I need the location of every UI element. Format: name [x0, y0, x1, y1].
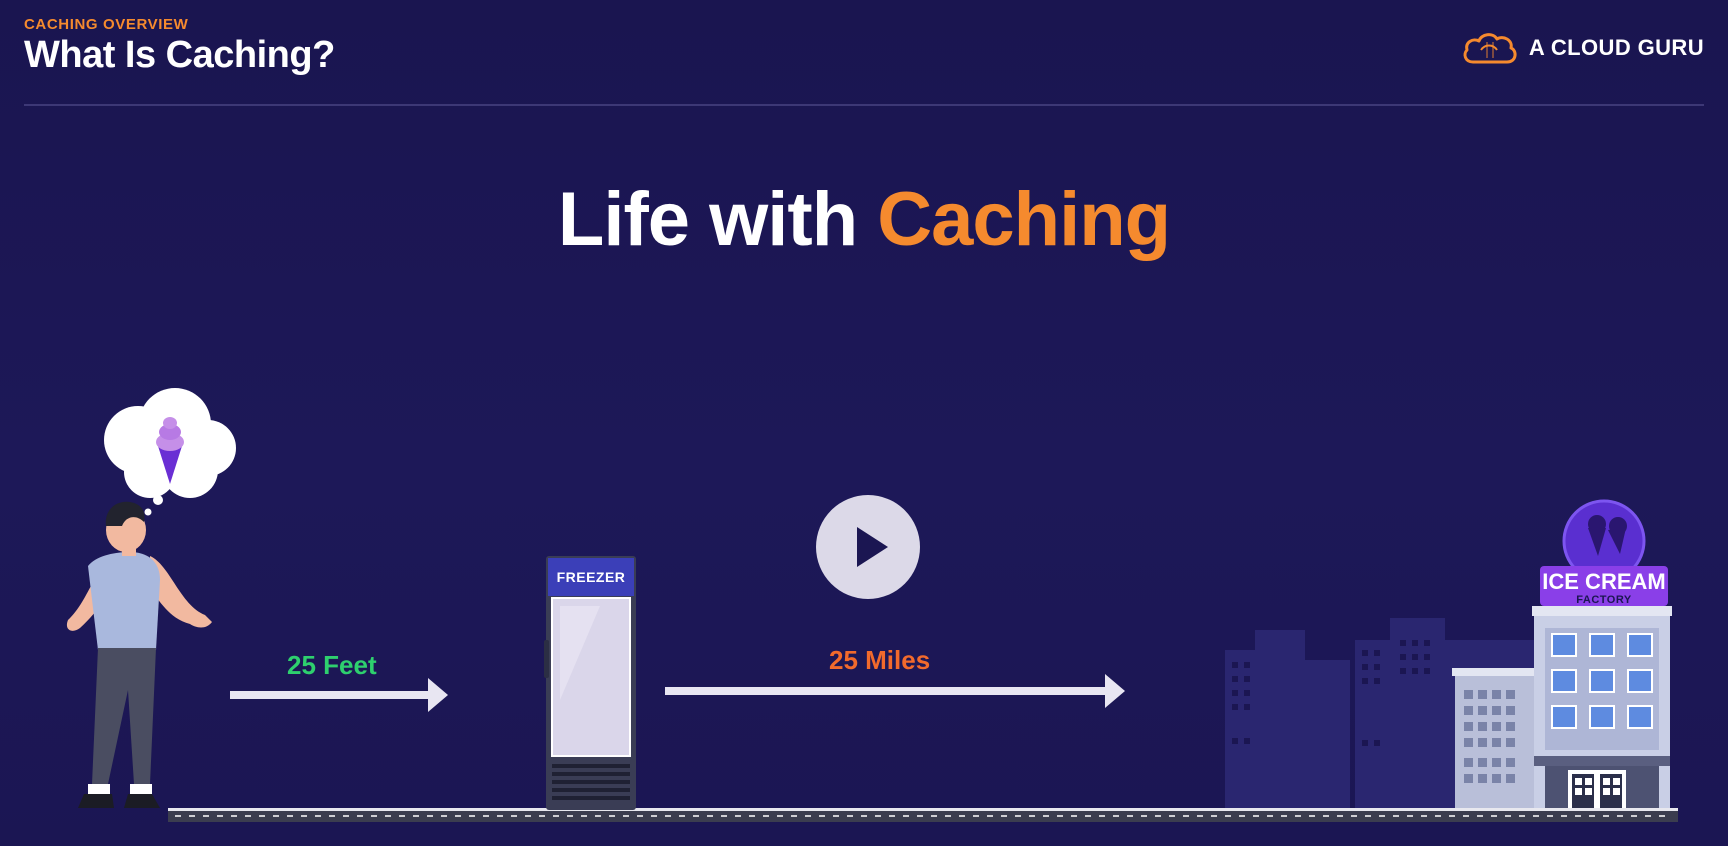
ice-cream-thought-icon [104, 388, 236, 524]
cloud-logo-icon [1463, 33, 1517, 64]
freezer: FREEZER [544, 556, 636, 810]
play-button[interactable] [816, 495, 920, 599]
headline: Life with Caching [0, 176, 1728, 263]
factory-sign: ICE CREAM [1542, 569, 1665, 594]
play-icon [857, 527, 888, 567]
ice-cream-factory: ICE CREAM FACTORY [1532, 499, 1672, 810]
headline-prefix: Life with [557, 177, 858, 262]
skyline-windows [1232, 640, 1430, 746]
side-building [1452, 668, 1538, 810]
arrow-near [230, 678, 448, 712]
distance-label-near: 25 Feet [287, 650, 377, 680]
brand-name: A CLOUD GURU [1528, 35, 1704, 60]
header-divider [24, 104, 1704, 106]
freezer-label: FREEZER [557, 569, 626, 585]
brand-logo: A CLOUD GURU [1461, 30, 1704, 66]
arrow-far [665, 674, 1125, 708]
slide-title: What Is Caching? [24, 34, 335, 76]
ground [168, 808, 1678, 822]
section-label: CACHING OVERVIEW [24, 16, 189, 33]
headline-accent: Caching [877, 177, 1171, 262]
distance-label-far: 25 Miles [829, 645, 931, 675]
factory-sign-sub: FACTORY [1576, 594, 1632, 606]
person-figure [66, 501, 212, 808]
